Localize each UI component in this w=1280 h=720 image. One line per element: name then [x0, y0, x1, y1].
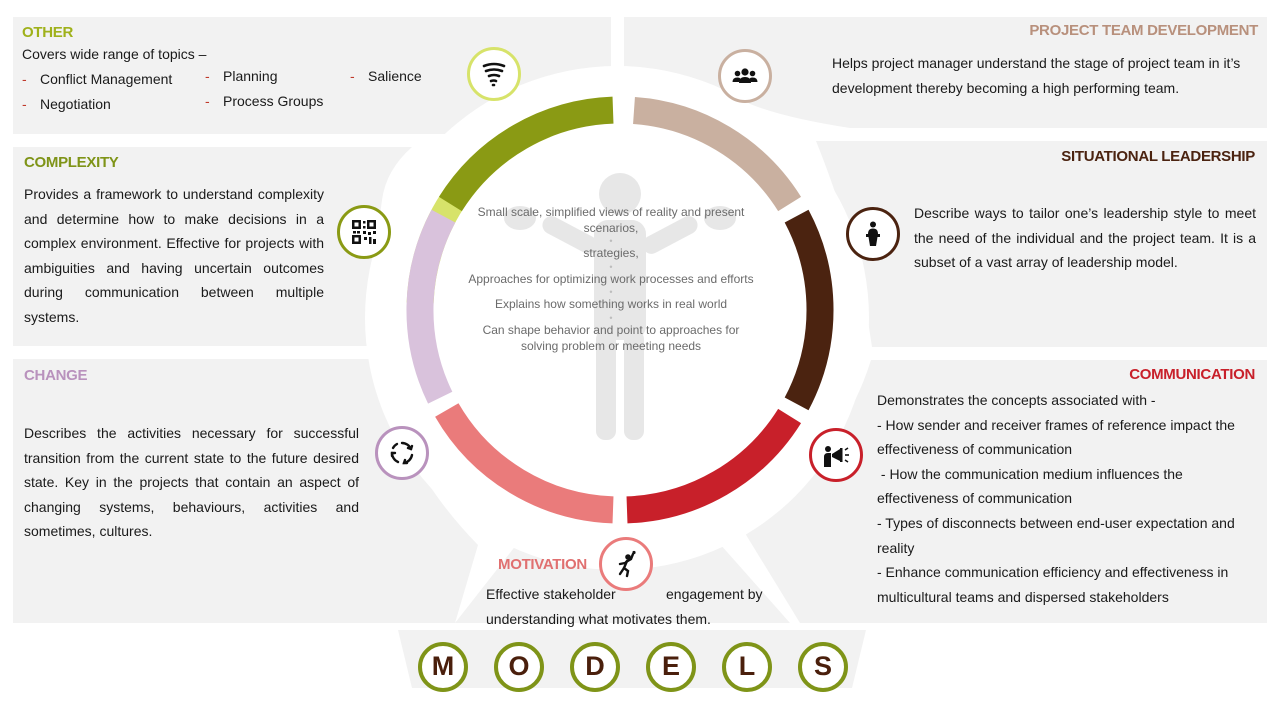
communication-line: multicultural teams and dispersed stakeh… — [877, 588, 1169, 605]
communication-line: reality — [877, 539, 915, 556]
complexity-description: Provides a framework to understand compl… — [24, 186, 324, 325]
change-title: CHANGE — [24, 367, 88, 384]
communication-title: COMMUNICATION — [1129, 366, 1255, 383]
complexity-title: COMPLEXITY — [24, 154, 119, 171]
communication-description: Demonstrates the concepts associated wit… — [877, 388, 1235, 609]
communication-line: - Types of disconnects between end-user … — [877, 514, 1235, 531]
wheel-segment-communication — [626, 408, 802, 524]
team-title: PROJECT TEAM DEVELOPMENT — [1029, 22, 1258, 39]
models-letter: E — [646, 642, 696, 692]
team-icon — [718, 49, 772, 103]
cycle-arrows-icon — [375, 426, 429, 480]
center-point: Explains how something works in real wor… — [494, 297, 728, 312]
other-item: -Salience — [350, 68, 422, 84]
situational-description: Describe ways to tailor one’s leadership… — [914, 205, 1256, 271]
other-item: -Conflict Management — [22, 71, 173, 87]
communication-line: Demonstrates the concepts associated wit… — [877, 392, 1156, 408]
wheel-segment-change — [406, 209, 456, 404]
change-description: Describes the activities necessary for s… — [24, 425, 359, 540]
center-bullet: • — [609, 261, 613, 272]
center-bullet: • — [609, 287, 613, 298]
wheel-segment-situational — [784, 209, 834, 411]
models-letter: M — [418, 642, 468, 692]
other-intro: Covers wide range of topics – — [22, 46, 207, 62]
motivation-text-a: Effective stakeholder — [486, 586, 616, 602]
other-item: -Planning — [205, 68, 278, 84]
center-bullet: • — [609, 236, 613, 247]
motivation-title: MOTIVATION — [498, 556, 587, 573]
team-line: development thereby becoming a high perf… — [832, 80, 1180, 96]
center-bullet: • — [609, 312, 613, 323]
center-point: Small scale, simplified views of reality… — [477, 205, 745, 235]
person-silhouette — [504, 173, 736, 440]
communication-line: - Enhance communication efficiency and e… — [877, 564, 1229, 581]
other-item: -Negotiation — [22, 96, 111, 112]
models-wheel — [406, 96, 834, 524]
wheel-segment-team — [632, 97, 802, 212]
team-line: Helps project manager understand the sta… — [832, 55, 1241, 71]
center-point: Can shape behavior and point to approach… — [482, 322, 740, 353]
models-letter: L — [722, 642, 772, 692]
models-letter: O — [494, 642, 544, 692]
situational-title: SITUATIONAL LEADERSHIP — [1061, 148, 1255, 165]
megaphone-person-icon — [809, 428, 863, 482]
communication-line: - How sender and receiver frames of refe… — [877, 416, 1235, 433]
communication-line: - How the communication medium influence… — [877, 465, 1183, 482]
center-point: strategies, — [583, 246, 639, 261]
motivation-text-b: engagement by — [666, 586, 763, 602]
communication-line: effectiveness of communication — [877, 490, 1073, 507]
other-title: OTHER — [22, 24, 74, 41]
wheel-segment-complexity — [438, 96, 614, 212]
wheel-segment-motivation — [435, 403, 614, 524]
center-description: Small scale, simplified views of reality… — [466, 205, 756, 354]
tornado-icon — [467, 47, 521, 101]
podium-speaker-icon — [846, 207, 900, 261]
center-point: Approaches for optimizing work processes… — [468, 271, 754, 286]
other-item: -Process Groups — [205, 93, 324, 109]
motivation-text-c: understanding what motivates them. — [486, 611, 711, 627]
models-letter: S — [798, 642, 848, 692]
models-letter: D — [570, 642, 620, 692]
communication-line: effectiveness of communication — [877, 441, 1073, 458]
qr-code-icon — [337, 205, 391, 259]
jumping-person-icon — [599, 537, 653, 591]
